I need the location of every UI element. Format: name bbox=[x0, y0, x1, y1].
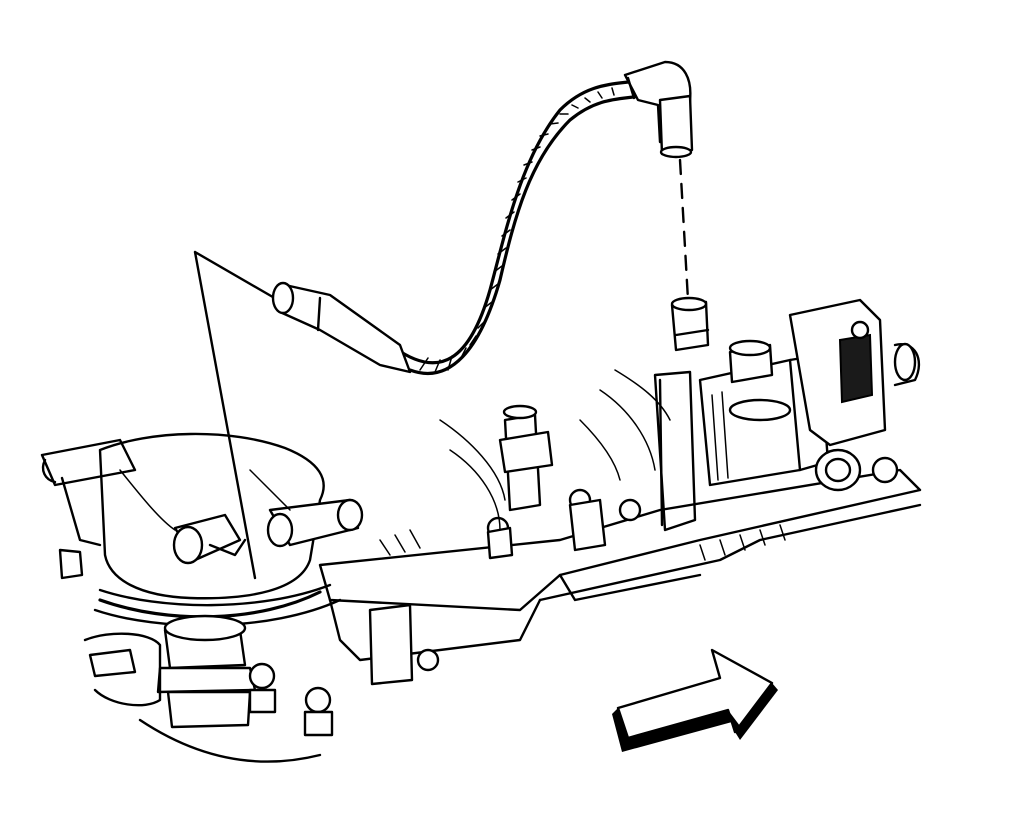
intake-manifold bbox=[318, 298, 922, 686]
callout-wedge bbox=[193, 250, 280, 580]
distributor-assembly bbox=[40, 432, 364, 763]
direction-arrow-icon bbox=[612, 648, 778, 752]
spark-plug-wire bbox=[271, 60, 710, 376]
